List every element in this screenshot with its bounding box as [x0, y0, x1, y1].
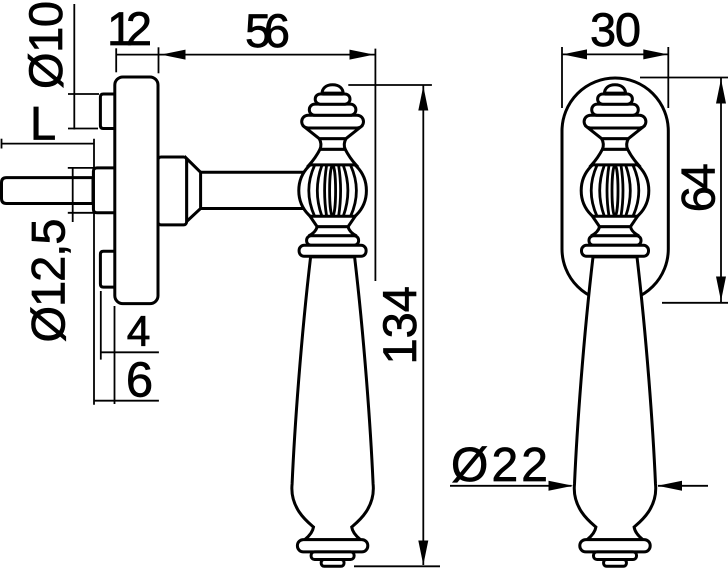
- svg-text:Ø12,5: Ø12,5: [22, 219, 75, 343]
- svg-text:12: 12: [107, 2, 152, 55]
- svg-text:6: 6: [126, 353, 153, 407]
- svg-text:Ø10: Ø10: [19, 1, 72, 89]
- svg-text:134: 134: [373, 286, 426, 364]
- svg-text:Ø22: Ø22: [451, 439, 548, 492]
- svg-text:30: 30: [590, 3, 641, 56]
- svg-text:56: 56: [245, 4, 290, 57]
- svg-text:L: L: [30, 97, 56, 150]
- svg-text:4: 4: [127, 308, 151, 355]
- svg-text:64: 64: [672, 163, 725, 212]
